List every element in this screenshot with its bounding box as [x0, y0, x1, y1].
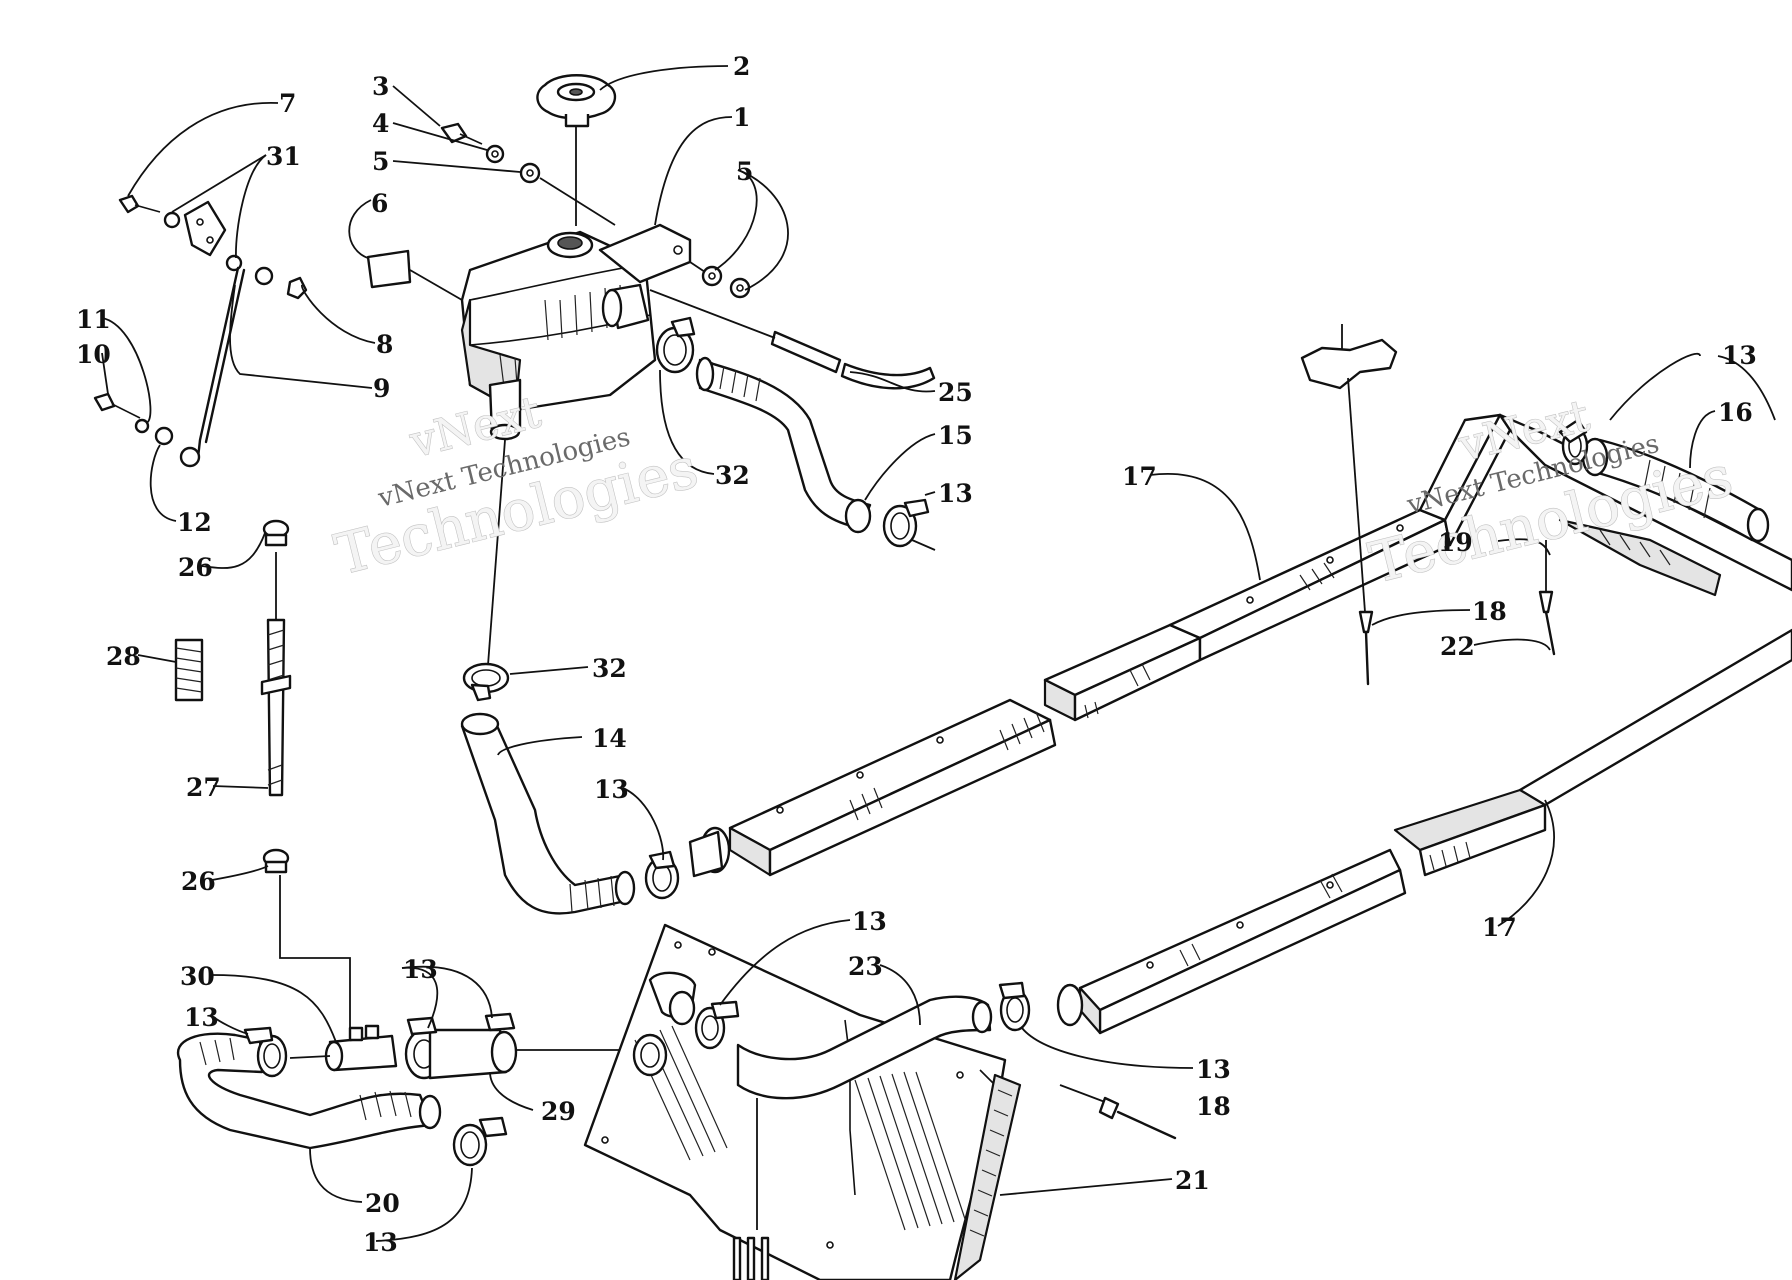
- callout-18: 18: [1472, 597, 1507, 626]
- heat-exchanger-right: [1056, 628, 1792, 1035]
- callout-11: 11: [76, 305, 111, 334]
- callout-17: 17: [1122, 462, 1157, 491]
- callout-27: 27: [186, 773, 221, 802]
- callout-20: 20: [365, 1189, 400, 1218]
- rivet-22: [1538, 540, 1556, 656]
- callout-23: 23: [848, 952, 883, 981]
- upper-hose: [695, 356, 872, 534]
- callout-13: 13: [403, 955, 438, 984]
- callout-12: 12: [177, 508, 212, 537]
- bleed-assembly: [174, 519, 351, 1030]
- callout-28: 28: [106, 642, 141, 671]
- hose-23: [694, 981, 1031, 1100]
- hose-clamp-15: [882, 498, 936, 551]
- radiator-cap: [536, 74, 617, 226]
- callout-13: 13: [938, 479, 973, 508]
- callout-1: 1: [733, 103, 750, 132]
- leader-lines: [101, 65, 1776, 1242]
- tank-support-rod: [93, 194, 308, 468]
- overflow-hose: [649, 289, 936, 390]
- callout-9: 9: [373, 374, 390, 403]
- callout-13: 13: [184, 1003, 219, 1032]
- callout-22: 22: [1440, 632, 1475, 661]
- callout-17: 17: [1482, 913, 1517, 942]
- elbow-fitting: [648, 971, 697, 1026]
- coolant-tank: [460, 223, 692, 441]
- hose-clamp-14: [644, 850, 680, 900]
- pushpins-bottom: [732, 1098, 770, 1280]
- hose-clamp-lower: [462, 662, 510, 702]
- callout-10: 10: [76, 340, 111, 369]
- callout-13: 13: [594, 775, 629, 804]
- hose-16: [1558, 418, 1770, 543]
- callout-8: 8: [376, 330, 393, 359]
- callout-4: 4: [372, 109, 389, 138]
- callout-labels: 1 2 3 4 5 5 6 7 31 8 9 11 10 12 25 15 32…: [76, 52, 1757, 1257]
- callout-30: 30: [180, 962, 215, 991]
- callout-26: 26: [178, 553, 213, 582]
- callout-13: 13: [852, 907, 887, 936]
- callout-29: 29: [541, 1097, 576, 1126]
- callout-13: 13: [1722, 341, 1757, 370]
- callout-26: 26: [181, 867, 216, 896]
- rivet-18-lower: [1059, 1084, 1177, 1140]
- lower-hose: [460, 712, 636, 915]
- callout-15: 15: [938, 421, 973, 450]
- heat-exchanger-left-upper: [1043, 413, 1512, 722]
- callout-21: 21: [1175, 1166, 1210, 1195]
- callout-16: 16: [1718, 398, 1753, 427]
- callout-32: 32: [592, 654, 627, 683]
- callout-19: 19: [1438, 528, 1473, 557]
- spring-28: [174, 638, 204, 702]
- clamps-lower-left: [243, 1026, 508, 1167]
- callout-5: 5: [372, 147, 389, 176]
- callout-18: 18: [1196, 1092, 1231, 1121]
- tank-drop-line: [487, 439, 506, 666]
- callout-14: 14: [592, 724, 627, 753]
- tee-fitting-30: [289, 1024, 398, 1072]
- callout-25: 25: [938, 378, 973, 407]
- callout-32: 32: [715, 461, 750, 490]
- callout-5: 5: [736, 157, 753, 186]
- callout-7: 7: [279, 89, 296, 118]
- decal: [366, 249, 463, 301]
- hose-20: [176, 1032, 442, 1150]
- hose-clamp-upper: [655, 316, 696, 374]
- rivet-18-upper: [1300, 324, 1398, 686]
- heat-exchanger-left-lower: [688, 698, 1057, 878]
- callout-6: 6: [371, 189, 388, 218]
- callout-31: 31: [266, 142, 301, 171]
- tank-fasteners: [440, 122, 751, 299]
- callout-3: 3: [372, 72, 389, 101]
- callout-2: 2: [733, 52, 750, 81]
- callout-13: 13: [1196, 1055, 1231, 1084]
- callout-13: 13: [363, 1228, 398, 1257]
- coupler-29: [404, 1012, 630, 1080]
